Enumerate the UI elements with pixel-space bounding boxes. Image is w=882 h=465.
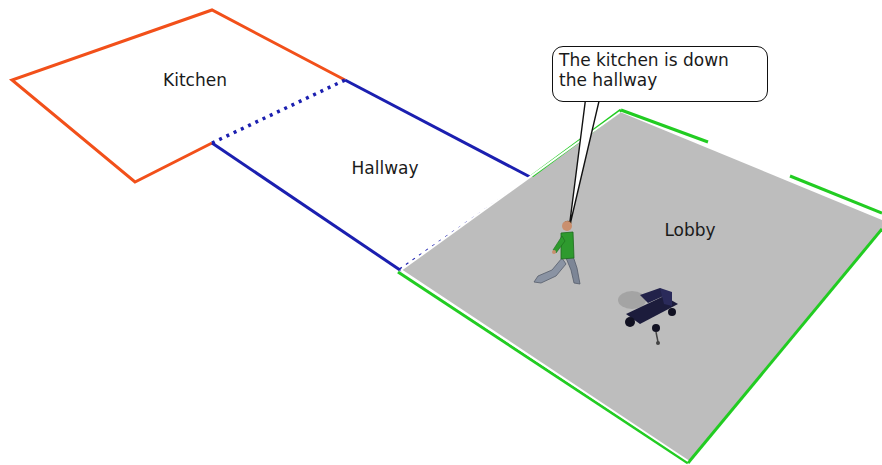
- wall-line: [345, 80, 532, 178]
- wall-line: [398, 272, 688, 463]
- speech-text: The kitchen is down the hallway: [559, 50, 761, 91]
- region-outline: [8, 6, 350, 186]
- wall-line: [688, 229, 882, 463]
- person-figure: [534, 221, 580, 284]
- wall-line: [790, 176, 882, 213]
- room-name: Kitchen: [163, 70, 227, 90]
- bubble-tail: [569, 80, 604, 229]
- robot-wheelchair: [618, 288, 678, 345]
- room-name: Hallway: [351, 158, 418, 178]
- wall-line: [621, 110, 708, 142]
- wall-line: [401, 270, 688, 461]
- room-region: Kitchen: [8, 6, 350, 186]
- floor-fill: [401, 112, 882, 462]
- wall-line: [12, 10, 345, 182]
- region-outline: [396, 106, 882, 465]
- wall-line: [212, 80, 345, 143]
- speech-bubble: The kitchen is down the hallway: [552, 46, 768, 102]
- room-region: Lobby: [396, 106, 882, 465]
- room-name: Lobby: [664, 220, 715, 240]
